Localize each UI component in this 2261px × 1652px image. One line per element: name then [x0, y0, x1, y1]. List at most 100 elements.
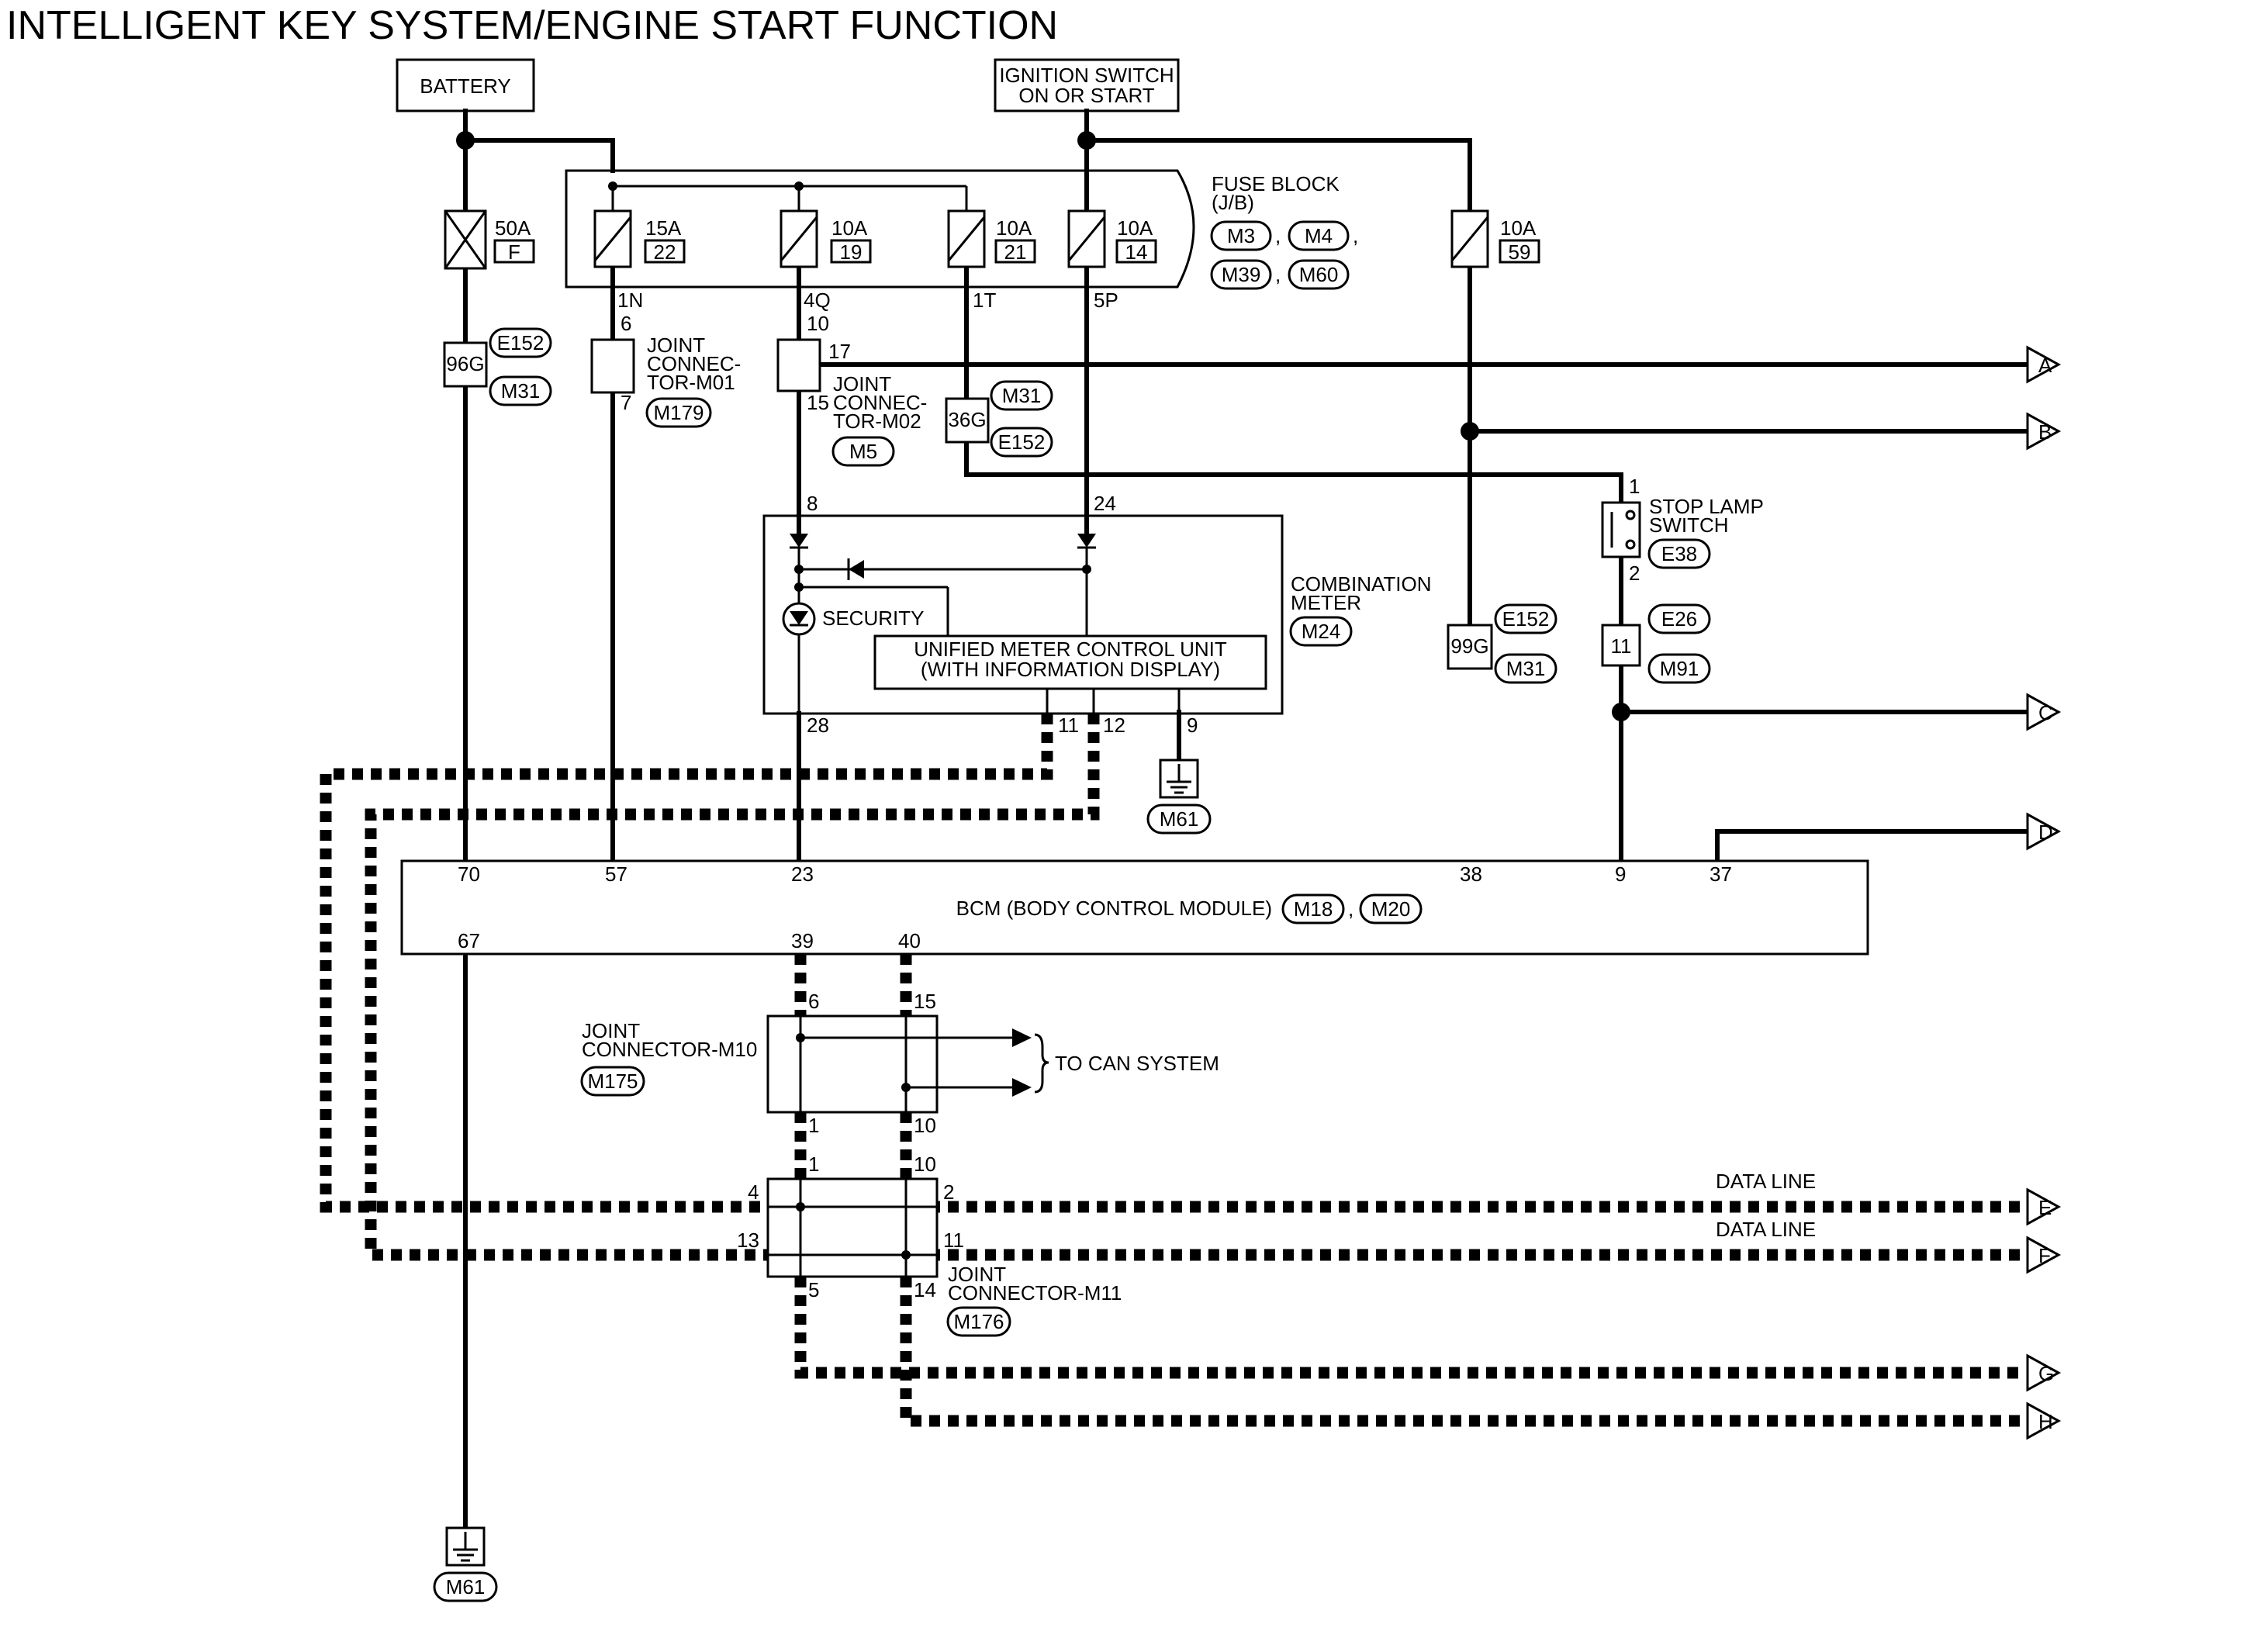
svg-text:37: 37: [1710, 862, 1732, 886]
svg-text:5: 5: [808, 1278, 819, 1301]
svg-text:4Q: 4Q: [804, 289, 831, 312]
svg-text:BCM (BODY CONTROL MODULE): BCM (BODY CONTROL MODULE): [956, 897, 1272, 920]
to-can-system-label: TO CAN SYSTEM: [1055, 1052, 1219, 1075]
svg-text:17: 17: [828, 340, 851, 363]
svg-text:96G: 96G: [446, 352, 484, 375]
svg-text:10A: 10A: [1500, 216, 1537, 240]
svg-text:M3: M3: [1227, 224, 1255, 247]
svg-text:E152: E152: [497, 331, 545, 354]
svg-text:(J/B): (J/B): [1212, 191, 1254, 214]
svg-text:CONNEC-: CONNEC-: [647, 352, 741, 375]
svg-text:TOR-M01: TOR-M01: [647, 371, 735, 394]
svg-text:5P: 5P: [1094, 289, 1118, 312]
security-indicator-label: SECURITY: [822, 607, 924, 630]
svg-text:M5: M5: [849, 440, 877, 463]
svg-text:M176: M176: [953, 1310, 1004, 1333]
svg-text:2: 2: [1629, 562, 1640, 585]
stop-lamp-switch: 1 2 STOP LAMP SWITCH E38: [1601, 475, 1764, 585]
svg-text:12: 12: [1103, 714, 1125, 737]
svg-text:JOINT: JOINT: [647, 334, 705, 357]
svg-text:67: 67: [458, 929, 480, 952]
svg-text:M31: M31: [1506, 657, 1546, 680]
fuse-19: 10A 19 4Q: [780, 209, 872, 312]
svg-text:FUSE BLOCK: FUSE BLOCK: [1212, 172, 1340, 195]
svg-text:,: ,: [1275, 224, 1281, 247]
connector-36g: 36G M31 E152: [945, 380, 1053, 458]
svg-text:SWITCH: SWITCH: [1649, 513, 1729, 537]
svg-text:10: 10: [914, 1114, 936, 1137]
svg-text:6: 6: [621, 312, 631, 335]
svg-text:M91: M91: [1660, 657, 1699, 680]
svg-text:10: 10: [807, 312, 829, 335]
ignition-switch-source: IGNITION SWITCH ON OR START: [994, 58, 1180, 112]
svg-text:M60: M60: [1299, 263, 1339, 286]
fuse-59: 10A 59: [1450, 209, 1540, 268]
arrow-a: A: [2026, 345, 2062, 384]
svg-text:C: C: [2038, 701, 2053, 724]
power-wires: [463, 109, 2035, 1530]
svg-text:11: 11: [1058, 714, 1079, 737]
connector-11: 11 E26 M91: [1601, 603, 1711, 684]
svg-text:39: 39: [791, 929, 814, 952]
svg-text:COMBINATION: COMBINATION: [1291, 572, 1432, 596]
svg-text:M20: M20: [1371, 897, 1411, 921]
battery-source: BATTERY: [396, 58, 535, 112]
svg-text:1: 1: [808, 1153, 819, 1176]
svg-text:59: 59: [1509, 240, 1531, 264]
svg-text:9: 9: [1187, 714, 1198, 737]
fuse-block: FUSE BLOCK (J/B) M3 , M4 , M39 , M60: [565, 169, 1358, 290]
svg-text:15: 15: [914, 990, 936, 1013]
svg-text:6: 6: [808, 990, 819, 1013]
svg-text:TOR-M02: TOR-M02: [833, 410, 921, 433]
svg-text:ON OR START: ON OR START: [1018, 84, 1154, 107]
svg-text:METER: METER: [1291, 591, 1361, 614]
svg-text:STOP LAMP: STOP LAMP: [1649, 495, 1764, 518]
joint-connector-m11: 1 10 4 2 13 11 5 14 JOINT CONNECTOR-M11 …: [737, 1153, 1122, 1337]
svg-text:70: 70: [458, 862, 480, 886]
arrow-c: C: [2026, 693, 2062, 731]
connector-96g: 96G E152 M31: [443, 327, 552, 406]
svg-text:15: 15: [807, 391, 829, 414]
svg-text:9: 9: [1615, 862, 1626, 886]
svg-text:CONNECTOR-M11: CONNECTOR-M11: [948, 1281, 1122, 1305]
arrow-d: D: [2026, 812, 2062, 851]
svg-text:1T: 1T: [973, 289, 996, 312]
arrow-e: E: [2026, 1187, 2062, 1226]
ground-bcm: M61: [433, 1526, 498, 1602]
svg-text:36G: 36G: [948, 408, 986, 431]
svg-text:JOINT: JOINT: [833, 372, 891, 396]
svg-text:M31: M31: [501, 379, 541, 403]
svg-text:,: ,: [1275, 263, 1281, 286]
svg-text:M39: M39: [1222, 263, 1261, 286]
svg-text:10A: 10A: [831, 216, 868, 240]
svg-text:14: 14: [1125, 240, 1148, 264]
svg-text:19: 19: [840, 240, 863, 264]
combination-meter: 8 24 COMBINATION METER M24 SECURITY UNIF…: [762, 492, 1432, 737]
svg-text:A: A: [2038, 354, 2052, 377]
svg-text:JOINT: JOINT: [582, 1019, 640, 1042]
svg-text:M175: M175: [587, 1070, 638, 1093]
svg-text:F: F: [2038, 1244, 2051, 1267]
svg-text:F: F: [508, 240, 520, 264]
svg-text:BATTERY: BATTERY: [420, 74, 511, 98]
svg-text:15A: 15A: [645, 216, 682, 240]
svg-text:1N: 1N: [617, 289, 643, 312]
svg-text:IGNITION SWITCH: IGNITION SWITCH: [999, 64, 1174, 87]
svg-text:,: ,: [1348, 897, 1353, 921]
svg-text:11: 11: [1611, 634, 1632, 658]
svg-text:28: 28: [807, 714, 829, 737]
svg-text:(WITH INFORMATION DISPLAY): (WITH INFORMATION DISPLAY): [921, 658, 1220, 681]
arrow-f: F: [2026, 1236, 2062, 1274]
svg-text:UNIFIED METER CONTROL UNIT: UNIFIED METER CONTROL UNIT: [914, 638, 1227, 661]
can-bus-lines: [320, 714, 2024, 1427]
svg-text:8: 8: [807, 492, 818, 515]
svg-text:40: 40: [898, 929, 921, 952]
svg-text:CONNECTOR-M10: CONNECTOR-M10: [582, 1038, 757, 1061]
svg-text:M61: M61: [446, 1575, 486, 1598]
joint-connector-m02: 10 17 15 JOINT CONNEC- TOR-M02 M5: [776, 312, 927, 467]
svg-text:H: H: [2038, 1410, 2053, 1433]
svg-text:21: 21: [1004, 240, 1027, 264]
svg-text:B: B: [2038, 420, 2052, 444]
svg-text:23: 23: [791, 862, 814, 886]
